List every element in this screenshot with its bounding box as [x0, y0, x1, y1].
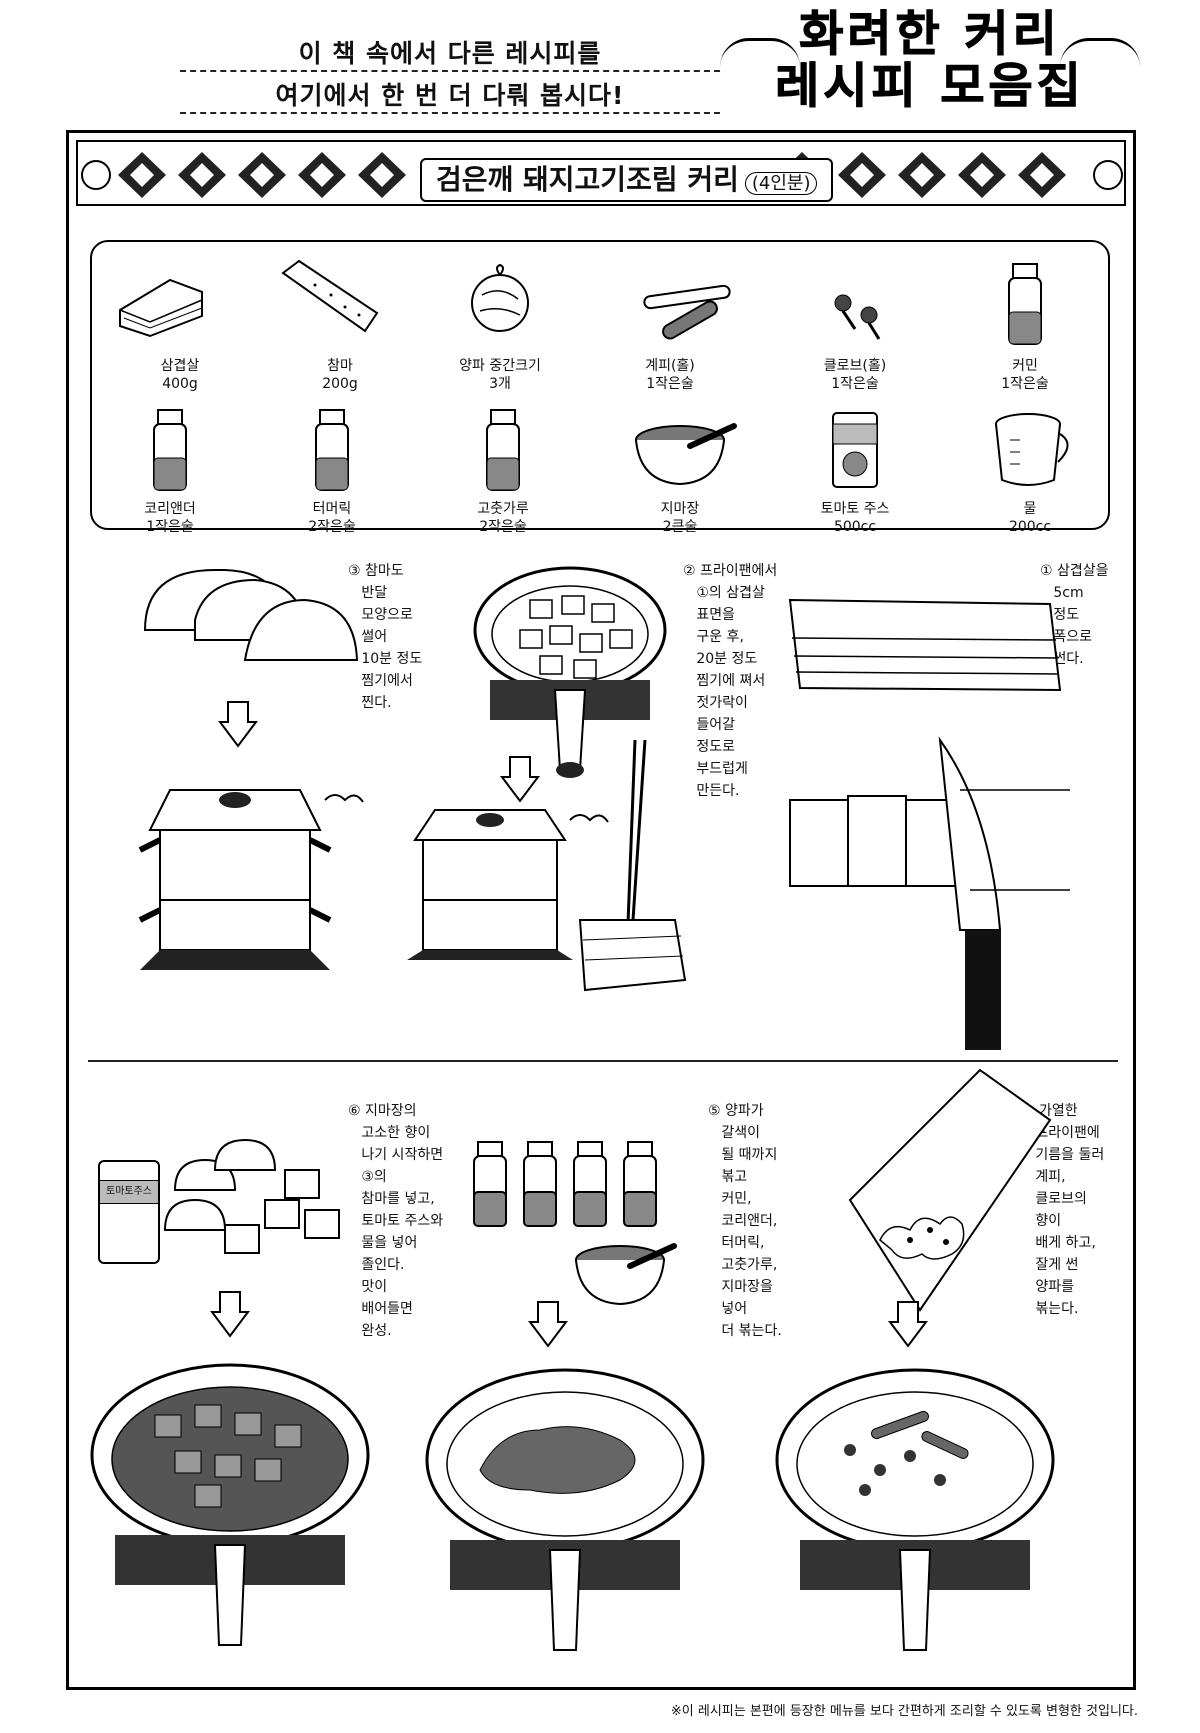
- spice-jar-icon: [315, 409, 349, 491]
- recipe-frame: [66, 130, 1136, 1690]
- step-5-text: ⑤ 양파가 갈색이 될 때까지 볶고 커민, 코리앤더, 터머릭, 고춧가루, …: [708, 1103, 782, 1339]
- step-1-text: ① 삼겹살을 5cm 정도 폭으로 썬다.: [1040, 563, 1109, 667]
- spice-jar-icon: [1008, 263, 1042, 345]
- pork-slab-illustration: [788, 598, 1062, 692]
- recipe-title-text: 검은깨 돼지고기조림 커리: [436, 163, 739, 196]
- recipe-title: 검은깨 돼지고기조림 커리(4인분): [420, 158, 834, 202]
- frying-pan-cinnamon-clove-illustration: [775, 1368, 1055, 1651]
- knife-cutting-pork-illustration: [789, 736, 1070, 1050]
- step-6-text: ⑥ 지마장의 고소한 향이 나기 시작하면 ③의 참마를 넣고, 토마토 주스와…: [348, 1103, 444, 1339]
- intro-line-1: 이 책 속에서 다른 레시피를: [298, 39, 602, 68]
- pork-belly-icon: [119, 278, 203, 338]
- spice-jar-icon: [153, 409, 187, 491]
- ingredient-cinnamon: 계피(홀)1작은술: [645, 358, 695, 392]
- tomato-juice-can-icon: 토마토주스: [98, 1160, 160, 1264]
- measuring-cup-icon: [995, 413, 1069, 486]
- step-3-text: ③ 참마도 반달 모양으로 썰어 10분 정도 찜기에서 찐다.: [348, 563, 423, 711]
- onion-icon: [471, 263, 529, 332]
- dashed-rule: [180, 112, 720, 114]
- ingredients-panel: [90, 240, 1110, 530]
- banner-diamond-pattern-icon: [81, 152, 1123, 198]
- down-arrow-icon: [500, 756, 540, 803]
- down-arrow-icon: [888, 1301, 928, 1348]
- cutting-board-onion-illustration: [848, 1068, 1052, 1312]
- down-arrow-icon: [218, 701, 258, 748]
- sesame-paste-bowl-icon: [575, 1243, 677, 1306]
- spice-jar-icon: [486, 409, 520, 491]
- sesame-paste-bowl-icon: [635, 423, 737, 486]
- down-arrow-icon: [210, 1291, 250, 1338]
- logo-line-1: 화려한 커리: [799, 6, 1061, 62]
- yam-and-pork-pieces-illustration: [163, 1138, 340, 1254]
- frying-pan-onion-spices-illustration: [425, 1368, 705, 1651]
- cinnamon-icon: [643, 284, 731, 340]
- ingredient-clove: 클로브(홀)1작은술: [823, 358, 887, 392]
- dashed-rule: [180, 70, 720, 72]
- four-spice-jars-illustration: [473, 1141, 657, 1227]
- intro-line-2: 여기에서 한 번 더 다뤄 봅시다!: [275, 81, 625, 110]
- steamer-and-tender-pork-illustration: [407, 739, 687, 992]
- frying-pan-pork-illustration: [473, 566, 667, 778]
- down-arrow-icon: [528, 1301, 568, 1348]
- section-divider: [88, 1060, 1118, 1062]
- clove-icon: [834, 294, 881, 340]
- tomato-juice-can-icon: [832, 412, 878, 488]
- logo-line-2: 레시피 모음집: [775, 58, 1085, 114]
- steamer-pot-illustration: [138, 789, 364, 970]
- step-2-text: ② 프라이팬에서 ①의 삼겹살 표면을 구운 후, 20분 정도 찜기에 쪄서 …: [683, 563, 778, 799]
- recipe-servings: (4인분): [744, 172, 818, 195]
- ornament-swirl-icon: [720, 38, 800, 67]
- yam-half-moon-illustration: [143, 569, 359, 661]
- ornament-swirl-icon: [1060, 38, 1140, 67]
- can-label: 토마토주스: [100, 1180, 158, 1204]
- series-logo: 화려한 커리 레시피 모음집: [720, 6, 1140, 114]
- yam-icon: [281, 259, 379, 333]
- footnote: ※이 레시피는 본편에 등장한 메뉴를 보다 간편하게 조리할 수 있도록 변형…: [670, 1704, 1138, 1719]
- frying-pan-finished-curry-illustration: [90, 1363, 370, 1646]
